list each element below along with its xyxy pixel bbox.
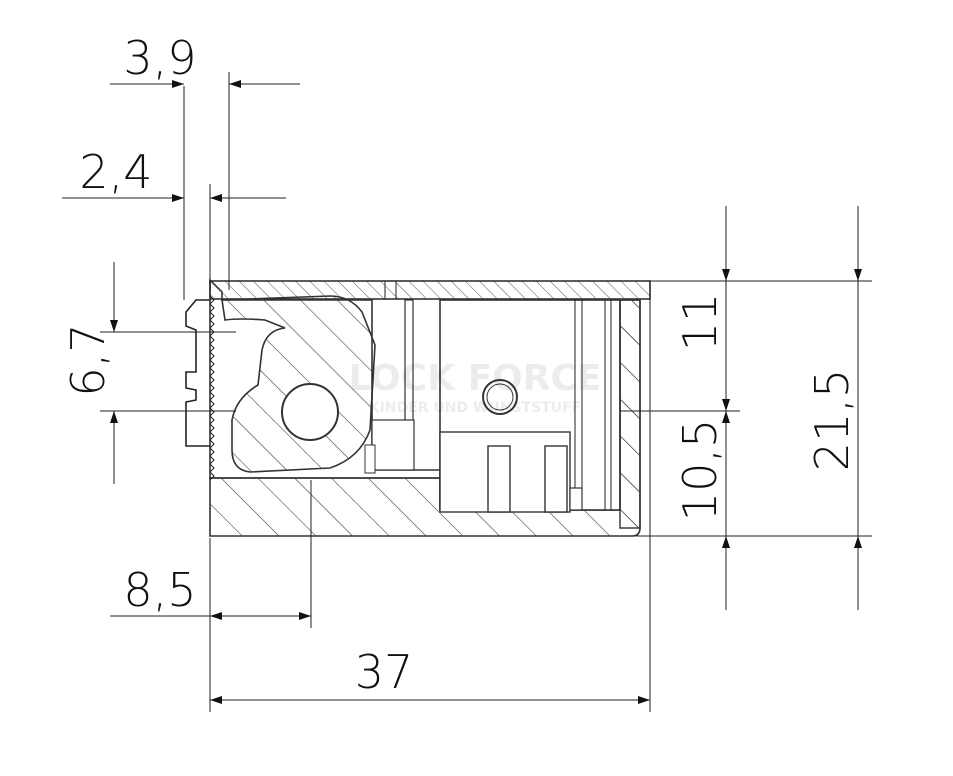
svg-text:LOCK FORCE: LOCK FORCE <box>348 358 601 399</box>
dim-6-7: 6,7 <box>61 323 115 396</box>
top-plate <box>209 280 651 300</box>
dimension-lines <box>62 72 872 712</box>
serrated-edge <box>209 295 215 481</box>
right-wall <box>619 299 641 529</box>
pin-hole <box>482 379 518 415</box>
pivot-hole <box>281 383 339 441</box>
part-body <box>185 278 651 537</box>
dim-10-5: 10,5 <box>673 419 727 521</box>
watermark: LOCK FORCE KINDER UND WUNSTSTUFF <box>348 358 601 416</box>
dim-21-5: 21,5 <box>805 369 859 471</box>
svg-text:KINDER UND WUNSTSTUFF: KINDER UND WUNSTSTUFF <box>369 400 581 416</box>
left-notch <box>185 299 210 447</box>
dim-37: 37 <box>355 645 414 699</box>
dim-2-4: 2,4 <box>79 145 152 199</box>
dim-3-9: 3,9 <box>123 31 196 85</box>
dim-8-5: 8,5 <box>123 563 196 617</box>
cam-block <box>221 295 376 473</box>
dim-11: 11 <box>673 293 727 352</box>
